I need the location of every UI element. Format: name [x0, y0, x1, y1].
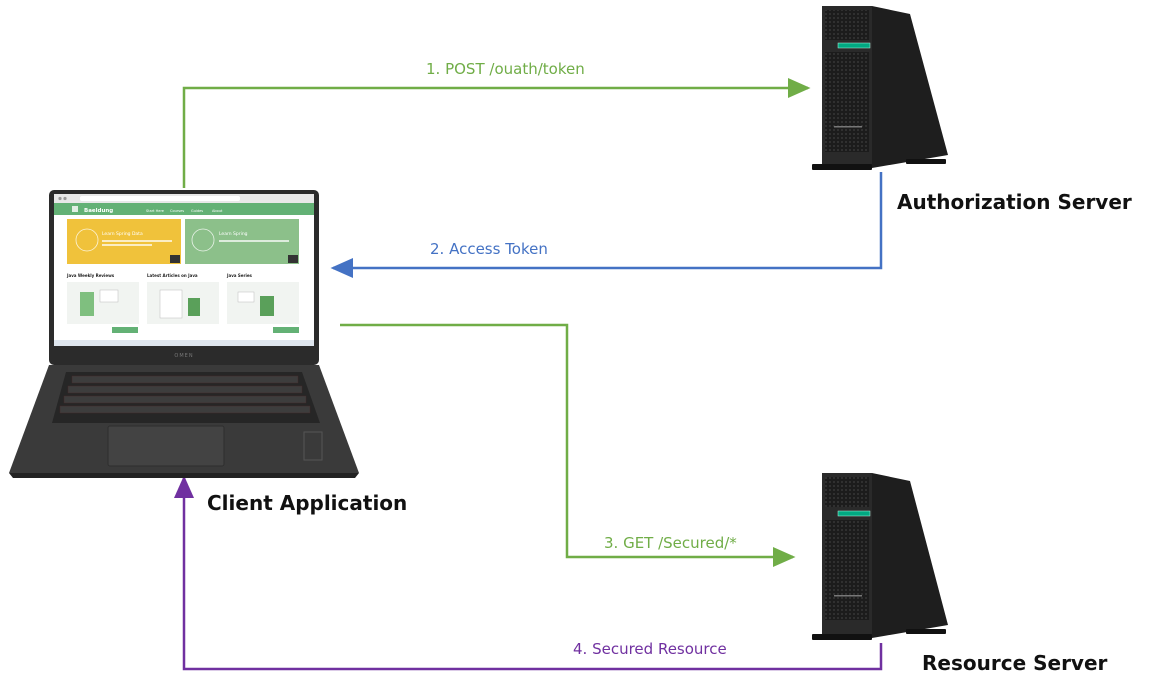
edge-2-access-token: [330, 172, 883, 278]
laptop-brand: OMEN: [174, 353, 193, 359]
screen-nav-1: Start Here: [146, 209, 164, 213]
edge-1-label: 1. POST /ouath/token: [426, 60, 585, 78]
screen-card-1-title: Learn Spring Data: [102, 231, 143, 237]
client-application-label: Client Application: [207, 491, 408, 515]
authorization-server-label: Authorization Server: [897, 190, 1132, 214]
screen-section-3: Java Series: [226, 273, 253, 278]
edge-1-post-token: [182, 78, 811, 188]
edge-3-get-secured: [340, 323, 796, 567]
screen-nav-4: About: [212, 209, 223, 213]
screen-nav-2: Courses: [170, 209, 184, 213]
edge-3-label: 3. GET /Secured/*: [604, 534, 737, 552]
screen-section-1: Java Weekly Reviews: [66, 273, 115, 278]
screen-brand: Baeldung: [84, 208, 113, 214]
authorization-server-icon: [812, 6, 948, 170]
edge-2-label: 2. Access Token: [430, 240, 548, 258]
screen-nav-3: Guides: [191, 209, 203, 213]
screen-section-2: Latest Articles on Java: [147, 273, 198, 278]
edge-4-secured-resource: [174, 475, 883, 671]
resource-server-icon: [812, 473, 948, 640]
laptop-icon: Baeldung Start Here Courses Guides About…: [9, 190, 359, 478]
screen-card-2-title: Learn Spring: [219, 231, 248, 237]
resource-server-label: Resource Server: [922, 651, 1108, 675]
edge-4-label: 4. Secured Resource: [573, 640, 727, 658]
